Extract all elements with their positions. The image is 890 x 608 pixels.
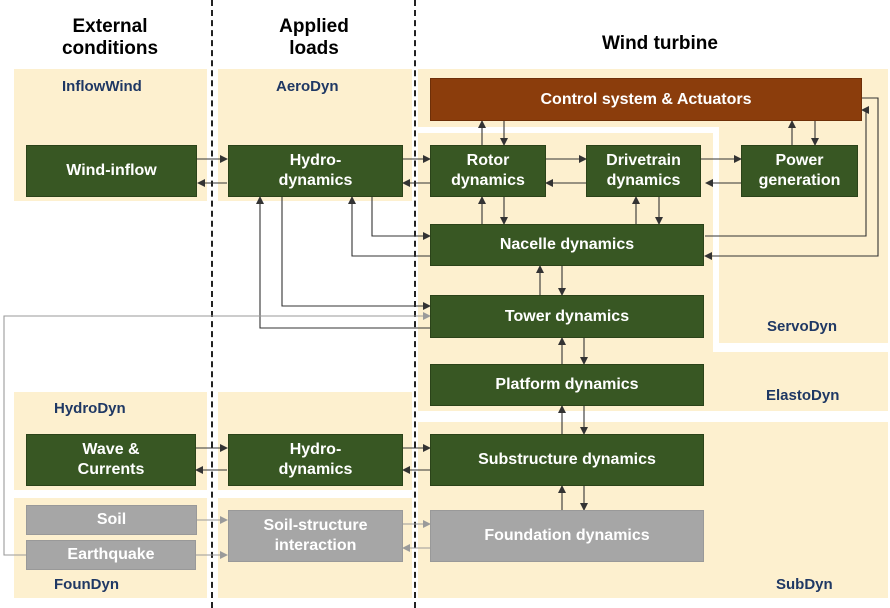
label-hydrodyn: HydroDyn	[54, 400, 126, 417]
servo-elasto-separator-h	[713, 346, 888, 352]
divider-left	[211, 0, 213, 608]
control-system-box: Control system & Actuators	[430, 78, 862, 121]
label-foundyn: FounDyn	[54, 576, 119, 593]
wind-inflow-box: Wind-inflow	[26, 145, 197, 197]
platform-dynamics-box: Platform dynamics	[430, 364, 704, 406]
earthquake-box: Earthquake	[26, 540, 196, 570]
servo-elasto-separator-top	[418, 127, 719, 133]
arrow-nacelle-to-aero	[348, 196, 430, 257]
arrow-nacelle-to-control	[705, 106, 869, 237]
servo-elasto-separator-v	[713, 133, 719, 352]
label-servodyn: ServoDyn	[767, 318, 838, 335]
label-inflowwind: InflowWind	[62, 78, 142, 95]
nacelle-dynamics-box: Nacelle dynamics	[430, 224, 704, 266]
arrow-aero-to-tower	[281, 197, 431, 310]
power-generation-box: Power generation	[741, 145, 858, 197]
label-aerodyn: AeroDyn	[276, 78, 339, 95]
elastodyn-lower-region	[713, 352, 888, 411]
label-elastodyn: ElastoDyn	[766, 387, 840, 404]
hydrodynamics-wave-box: Hydro- dynamics	[228, 434, 403, 486]
heading-wind-turbine: Wind turbine	[602, 33, 718, 54]
arrow-aero-to-nacelle	[371, 197, 431, 240]
arrow-earthquake-to-tower	[3, 312, 431, 556]
wave-currents-box: Wave & Currents	[26, 434, 196, 486]
arrow-control-to-nacelle	[704, 97, 879, 260]
tower-dynamics-box: Tower dynamics	[430, 295, 704, 338]
soil-box: Soil	[26, 505, 197, 535]
soil-structure-interaction-box: Soil-structure interaction	[228, 510, 403, 562]
divider-right	[414, 0, 416, 608]
heading-applied-loads: Applied loads	[279, 16, 349, 59]
arrow-tower-to-aero	[256, 196, 430, 329]
rotor-dynamics-box: Rotor dynamics	[430, 145, 546, 197]
drivetrain-dynamics-box: Drivetrain dynamics	[586, 145, 701, 197]
foundation-dynamics-box: Foundation dynamics	[430, 510, 704, 562]
hydrodynamics-aero-box: Hydro- dynamics	[228, 145, 403, 197]
label-subdyn: SubDyn	[776, 576, 833, 593]
substructure-dynamics-box: Substructure dynamics	[430, 434, 704, 486]
heading-external-conditions: External conditions	[61, 16, 159, 59]
